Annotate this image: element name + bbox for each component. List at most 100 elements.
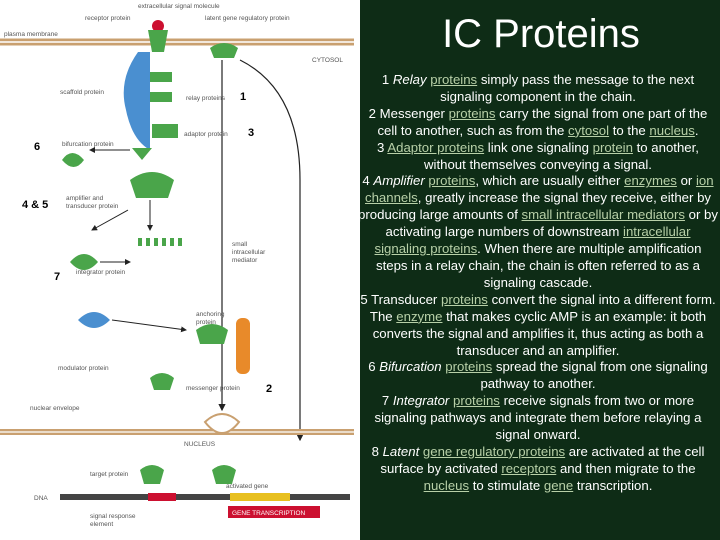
integrator-protein-shape <box>70 254 98 270</box>
paragraph-relay: 1 Relay proteins simply pass the message… <box>358 72 718 106</box>
label-relay: relay proteins <box>186 95 226 102</box>
label-activated-gene: activated gene <box>226 483 269 490</box>
gene-transcription-bar <box>228 506 320 518</box>
p6-link[interactable]: proteins <box>445 359 493 375</box>
signal-response-element-shape <box>148 493 176 501</box>
anchored-protein-shape <box>196 324 228 344</box>
p6-num: 6 <box>368 359 380 375</box>
p6-rest: spread the signal from one signaling pat… <box>480 359 708 392</box>
p5-mid: convert the signal into a different form… <box>369 291 716 324</box>
label-anchoring-2: protein <box>196 319 216 326</box>
label-mediator-1: small <box>232 241 248 248</box>
label-integrator: integrator protein <box>76 269 126 276</box>
amplifier-transducer-shape <box>130 172 174 198</box>
number-1: 1 <box>240 91 246 103</box>
label-amplifier-2: transducer protein <box>66 203 119 210</box>
label-signal-response-2: element <box>90 521 113 528</box>
number-2: 2 <box>266 383 272 395</box>
p8-mid3: to stimulate <box>469 477 544 493</box>
p7-num: 7 <box>381 393 393 409</box>
p4-link5[interactable]: intracellular signaling proteins <box>374 224 691 257</box>
p4-mid4: or by activating large numbers of downst… <box>385 207 718 240</box>
bifurcation-protein-shape <box>132 148 152 160</box>
p5-rest: that makes cyclic AMP is an example: it … <box>372 308 707 358</box>
modulator-protein-shape <box>78 312 110 328</box>
p8-rest: transcription. <box>573 477 653 493</box>
label-plasma-membrane: plasma membrane <box>4 31 58 38</box>
signaling-diagram: extracellular signal molecule receptor p… <box>0 0 360 540</box>
number-3: 3 <box>248 127 254 139</box>
paragraph-messenger: 2 Messenger proteins carry the signal fr… <box>358 106 718 140</box>
p2-mid: carry the signal from one part of the ce… <box>377 105 708 138</box>
label-latent-regulatory: latent gene regulatory protein <box>205 15 290 22</box>
label-signal-response-1: signal response <box>90 513 136 520</box>
p6-type: Bifurcation <box>379 359 442 375</box>
label-nucleus: NUCLEUS <box>184 441 216 448</box>
number-4-and-5: 4 & 5 <box>22 199 48 211</box>
p4-num: 4 <box>362 173 374 189</box>
scaffold-protein <box>123 52 150 150</box>
p4-rest: . When there are multiple amplification … <box>375 241 702 290</box>
p3-mid: link one signaling <box>484 139 593 155</box>
p8-link1[interactable]: gene regulatory proteins <box>422 443 566 459</box>
p4-link3[interactable]: ion channels <box>364 173 714 206</box>
receptor-protein <box>148 30 168 52</box>
dna-strand <box>60 494 350 500</box>
label-scaffold: scaffold protein <box>60 89 104 96</box>
paragraph-integrator: 7 Integrator proteins receive signals fr… <box>358 393 718 444</box>
p1-rest: simply pass the message to the next sign… <box>440 72 695 104</box>
p4-link1[interactable]: proteins <box>428 173 476 189</box>
p8-link4[interactable]: gene <box>543 477 574 493</box>
paragraph-transducer: 5 Transducer proteins convert the signal… <box>358 292 718 360</box>
p4-type: Amplifier <box>373 173 425 189</box>
p4-mid3: , greatly increase the signal they recei… <box>358 190 711 223</box>
label-cytosol: CYTOSOL <box>312 57 343 64</box>
p5-link2[interactable]: enzyme <box>396 308 443 324</box>
p1-link[interactable]: proteins <box>430 72 478 87</box>
label-anchoring-1: anchoring <box>196 311 225 318</box>
p4-mid2: or <box>676 173 696 189</box>
p8-type: Latent <box>382 443 420 459</box>
label-modulator: modulator protein <box>58 365 109 372</box>
label-nuclear-envelope: nuclear envelope <box>30 405 80 412</box>
p3-rest: to another, without themselves conveying… <box>424 139 699 172</box>
p8-link2[interactable]: receptors <box>501 460 557 476</box>
relay-protein-shape <box>150 72 172 102</box>
label-bifurcation: bifurcation protein <box>62 141 114 148</box>
p4-link2[interactable]: enzymes <box>624 173 677 189</box>
bifurcation-side-shape <box>62 153 84 167</box>
adaptor-protein-shape <box>152 124 178 138</box>
p7-link[interactable]: proteins <box>452 393 500 409</box>
p1-num: 1 <box>381 72 393 87</box>
label-dna: DNA <box>34 495 48 502</box>
activated-gene-shape <box>230 493 290 501</box>
label-mediator-3: mediator <box>232 257 258 264</box>
target-protein-shape <box>140 465 164 484</box>
p2-link1[interactable]: proteins <box>448 105 496 121</box>
p8-mid: are activated at the cell surface by act… <box>380 443 705 476</box>
p8-mid2: and then migrate to the <box>556 460 696 476</box>
p3-link1[interactable]: Adaptor proteins <box>387 139 485 155</box>
paragraph-adaptor: 3 Adaptor proteins link one signaling pr… <box>358 140 718 174</box>
p7-rest: receive signals from two or more signali… <box>374 393 702 443</box>
anchoring-protein-shape <box>236 318 250 374</box>
p8-link3[interactable]: nucleus <box>423 477 470 493</box>
p4-link4[interactable]: small intracellular mediators <box>521 207 685 223</box>
label-gene-transcription: GENE TRANSCRIPTION <box>232 510 306 517</box>
messenger-protein-shape <box>150 373 174 390</box>
p1-type: Relay <box>392 72 427 87</box>
p2-mid2: to the <box>609 122 650 138</box>
label-adaptor: adaptor protein <box>184 131 228 138</box>
number-7: 7 <box>54 271 60 283</box>
p2-link3[interactable]: nucleus <box>649 122 695 138</box>
p5-link1[interactable]: proteins <box>440 291 488 307</box>
p2-link2[interactable]: cytosol <box>568 122 610 138</box>
p2-end: . <box>694 122 699 138</box>
p7-type: Integrator <box>392 393 450 409</box>
p4-mid: , which are usually either <box>475 173 625 189</box>
label-messenger: messenger protein <box>186 385 240 392</box>
paragraph-latent: 8 Latent gene regulatory proteins are ac… <box>358 444 718 495</box>
paragraph-bifurcation: 6 Bifurcation proteins spread the signal… <box>358 359 718 393</box>
signaling-diagram-svg: extracellular signal molecule receptor p… <box>0 3 354 528</box>
p3-link2[interactable]: protein <box>592 139 633 155</box>
